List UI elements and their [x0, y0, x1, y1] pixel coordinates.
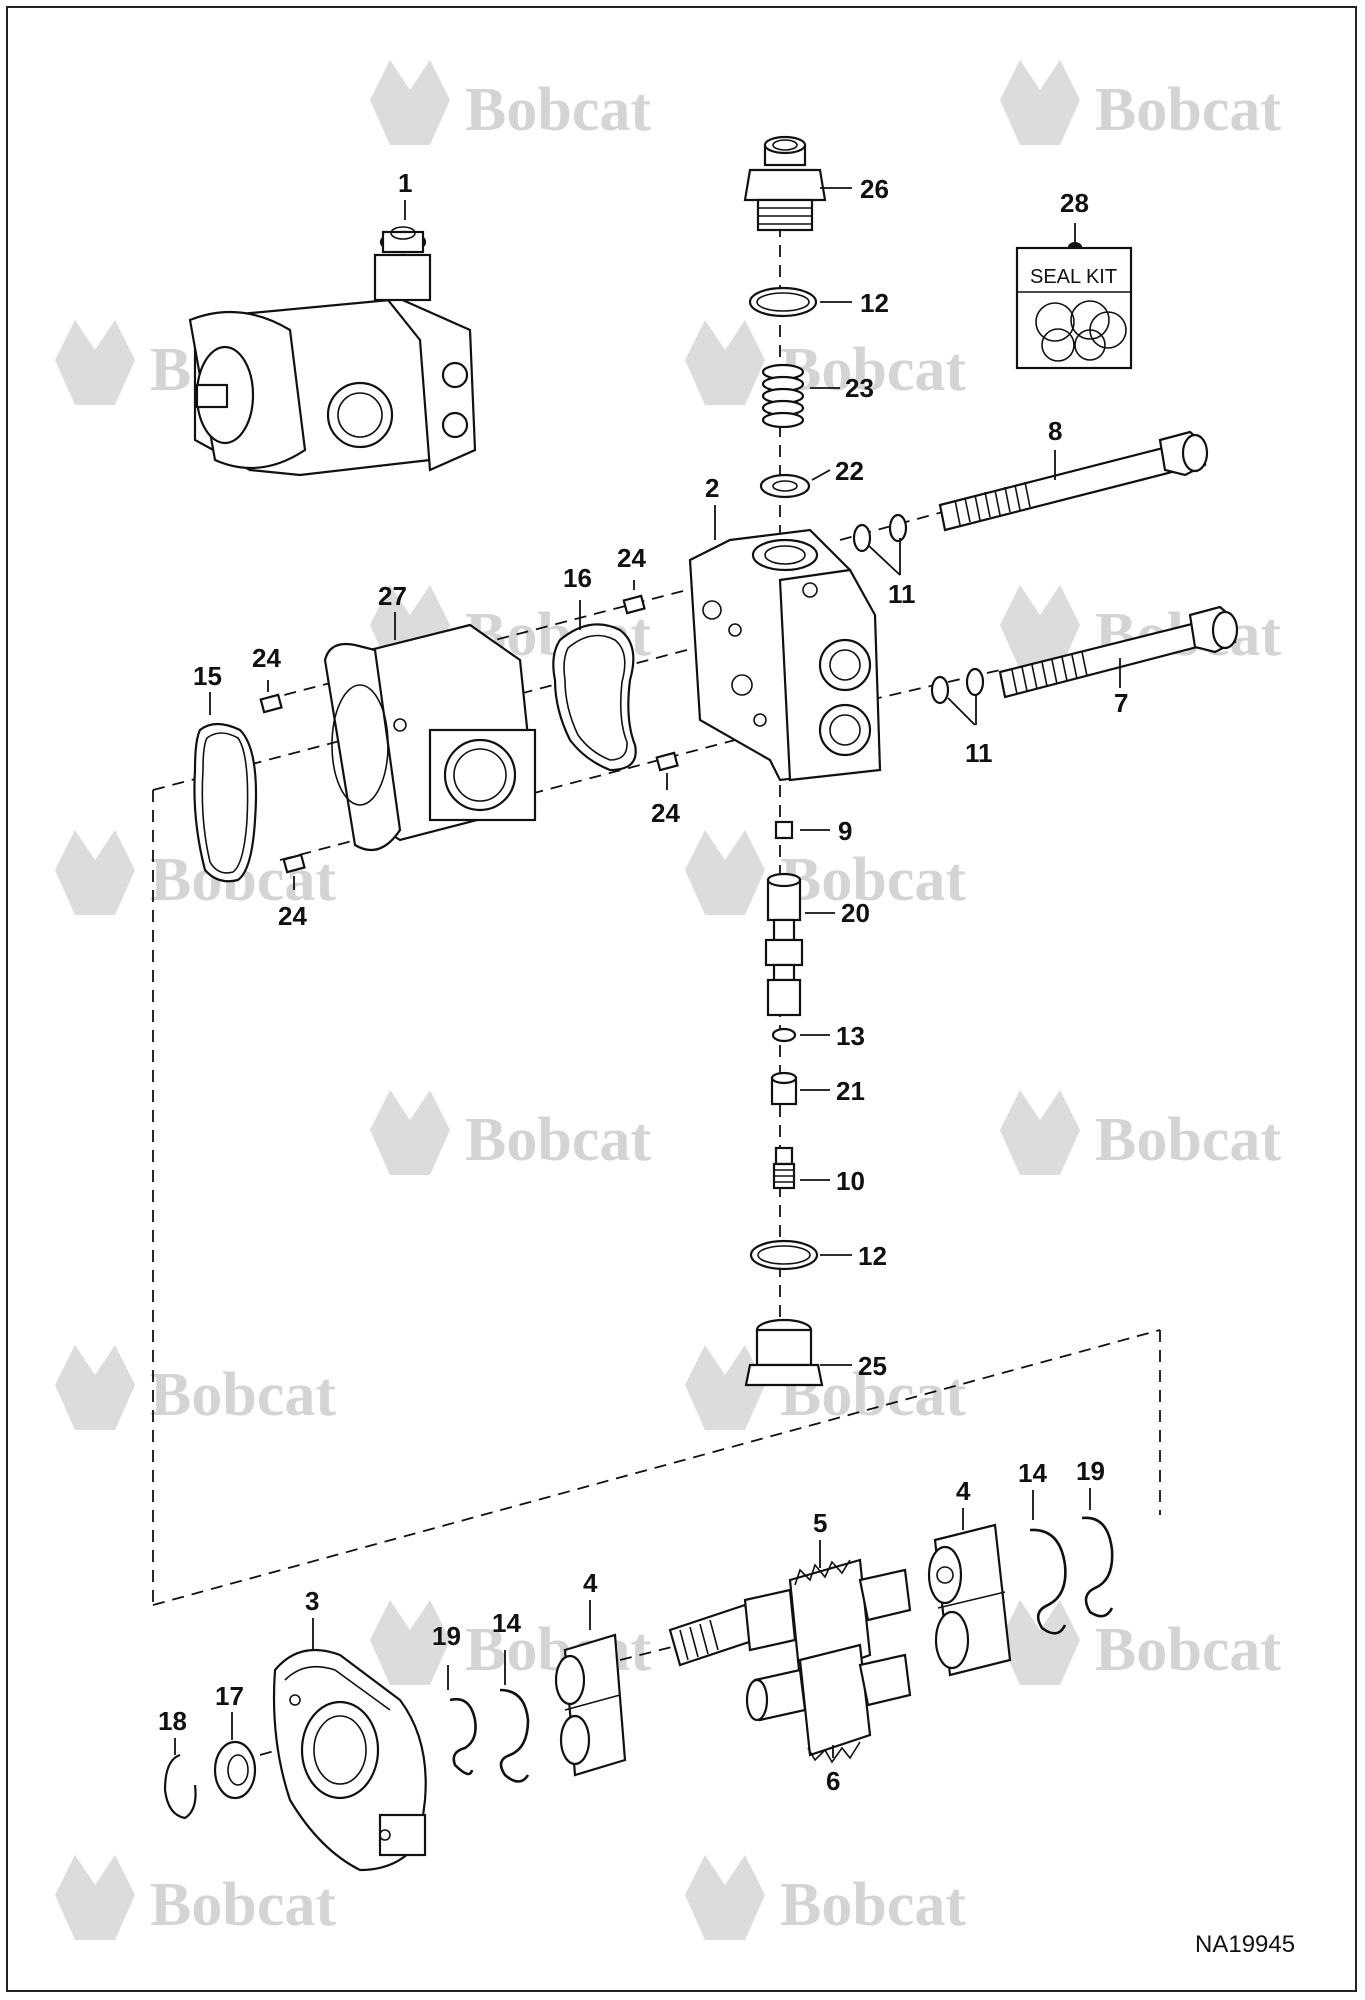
part-11-washers-upper	[852, 513, 908, 553]
part-14-wire-ring-right	[1029, 1528, 1067, 1635]
part-4-bearing-block-right	[927, 1523, 1012, 1677]
callout-27: 27	[378, 581, 407, 611]
callout-24b: 24	[252, 643, 281, 673]
svg-text:Bobcat: Bobcat	[780, 1871, 966, 1939]
part-18-snap-ring	[163, 1753, 197, 1820]
part-14-wire-ring-left	[499, 1688, 530, 1783]
part-27-pump-body	[323, 623, 537, 852]
part-1-pump-assembly	[188, 226, 477, 477]
part-22-washer	[759, 473, 811, 499]
part-19-wire-ring-right	[1081, 1516, 1114, 1618]
part-28-seal-kit: SEAL KIT	[1015, 223, 1133, 370]
leader-11a	[867, 544, 901, 576]
callout-14a: 14	[492, 1608, 521, 1638]
callout-12a: 12	[860, 288, 889, 318]
part-15-o-ring	[193, 722, 258, 883]
callout-16: 16	[563, 563, 592, 593]
part-24-dowel-pin-a	[622, 594, 646, 615]
part-23-spring	[761, 363, 805, 429]
watermark-logo: Bobcat	[685, 1855, 966, 1940]
watermark-logo: Bobcat	[370, 1600, 651, 1685]
callout-15: 15	[193, 661, 222, 691]
part-7-bolt	[998, 605, 1239, 699]
svg-text:Bobcat: Bobcat	[780, 336, 966, 404]
seal-kit-label: SEAL KIT	[1030, 266, 1117, 288]
callout-19a: 19	[432, 1621, 461, 1651]
part-13-small-o-ring	[771, 1027, 797, 1043]
callout-12b: 12	[858, 1241, 887, 1271]
watermark-logo: Bobcat	[370, 1090, 651, 1175]
part-17-seal	[213, 1740, 257, 1800]
callout-2: 2	[705, 473, 719, 503]
callout-20: 20	[841, 898, 870, 928]
callout-7: 7	[1114, 688, 1128, 718]
part-20-spool-valve	[764, 872, 804, 1017]
callout-25: 25	[858, 1351, 887, 1381]
part-24-dowel-pin-c	[655, 751, 679, 772]
part-26-fitting	[743, 135, 827, 232]
callout-22: 22	[835, 456, 864, 486]
callout-18: 18	[158, 1706, 187, 1736]
callout-26: 26	[860, 174, 889, 204]
svg-text:Bobcat: Bobcat	[150, 1871, 336, 1939]
part-10-screw-valve	[772, 1146, 796, 1190]
callout-11a: 11	[888, 579, 916, 609]
callout-17: 17	[215, 1681, 244, 1711]
svg-text:Bobcat: Bobcat	[465, 1106, 651, 1174]
part-4-bearing-block-left	[554, 1633, 627, 1777]
callout-19b: 19	[1076, 1456, 1105, 1486]
svg-text:Bobcat: Bobcat	[1095, 76, 1281, 144]
watermark-logo: Bobcat	[55, 1345, 336, 1430]
callout-24d: 24	[278, 901, 307, 931]
watermark-logo: Bobcat	[685, 320, 966, 405]
part-24-dowel-pin-b	[259, 693, 283, 714]
callout-24c: 24	[651, 798, 680, 828]
part-24-dowel-pin-d	[282, 853, 306, 874]
part-3-front-flange	[272, 1648, 427, 1872]
watermark-logo: Bobcat	[370, 60, 651, 145]
callout-28: 28	[1060, 188, 1089, 218]
part-9-plug	[774, 820, 794, 840]
watermark-logo: Bobcat	[1000, 1090, 1281, 1175]
callout-1: 1	[398, 168, 412, 198]
svg-text:Bobcat: Bobcat	[1095, 1106, 1281, 1174]
leader-11b	[947, 697, 976, 726]
part-8-bolt	[938, 430, 1209, 532]
svg-text:Bobcat: Bobcat	[780, 846, 966, 914]
callout-13: 13	[836, 1021, 865, 1051]
callout-11b: 11	[965, 738, 993, 768]
callout-5: 5	[813, 1508, 827, 1538]
callout-14b: 14	[1018, 1458, 1047, 1488]
part-19-wire-ring-left	[449, 1697, 477, 1776]
svg-text:Bobcat: Bobcat	[1095, 1616, 1281, 1684]
part-25-cap	[744, 1318, 824, 1387]
svg-text:Bobcat: Bobcat	[150, 1361, 336, 1429]
leader-22	[811, 469, 831, 481]
callout-4a: 4	[583, 1568, 598, 1598]
callout-24a: 24	[617, 543, 646, 573]
callout-3: 3	[305, 1586, 319, 1616]
part-2-valve-cover	[688, 528, 882, 782]
callout-21: 21	[836, 1076, 865, 1106]
callout-6: 6	[826, 1766, 840, 1796]
part-6-driven-gear	[745, 1643, 912, 1764]
drawing-number: NA19945	[1195, 1931, 1295, 1958]
part-11-washers-lower	[930, 667, 985, 705]
callout-8: 8	[1048, 416, 1062, 446]
callout-23: 23	[845, 373, 874, 403]
part-16-gasket	[552, 623, 637, 772]
watermark-logo: Bobcat	[685, 830, 966, 915]
callout-9: 9	[838, 816, 852, 846]
watermark-logo: Bobcat	[685, 1345, 966, 1430]
drawing-frame	[6, 6, 1357, 1992]
callout-10: 10	[836, 1166, 865, 1196]
watermark-logo: Bobcat	[1000, 60, 1281, 145]
svg-text:Bobcat: Bobcat	[465, 76, 651, 144]
callout-4b: 4	[956, 1476, 971, 1506]
watermark-logo: Bobcat	[55, 1855, 336, 1940]
watermark-logo: Bobcat	[1000, 1600, 1281, 1685]
